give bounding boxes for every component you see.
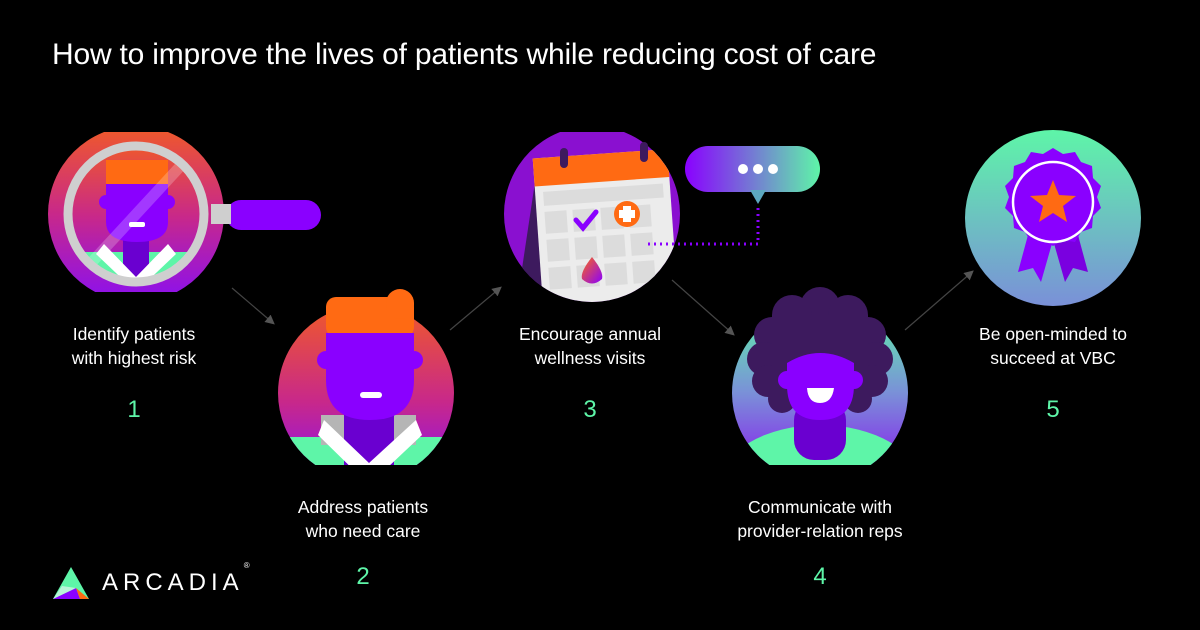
step-5-number: 5 [1046, 396, 1060, 423]
magnifier-patient-icon [48, 132, 321, 292]
step-2-number: 2 [356, 563, 370, 590]
arcadia-triangle-icon [53, 567, 89, 599]
step-4-illustration [732, 285, 912, 465]
step-5-label: Be open-minded to succeed at VBC [979, 324, 1127, 368]
rep-avatar-icon [732, 287, 908, 465]
step-2-illustration [276, 285, 456, 465]
award-ribbon-icon [965, 130, 1141, 306]
step-1-number: 1 [127, 396, 141, 423]
step-4-number: 4 [813, 563, 827, 590]
arcadia-logo: ARCADIA® [52, 561, 250, 600]
step-4-label: Communicate with provider-relation reps [737, 497, 903, 541]
step-1-label: Identify patients with highest risk [71, 324, 197, 368]
page-title: How to improve the lives of patients whi… [52, 38, 877, 71]
brand-name: ARCADIA® [102, 561, 250, 596]
patient-avatar-icon [278, 289, 454, 465]
step-5-illustration [963, 130, 1143, 310]
calendar-icon [504, 132, 820, 302]
step-2-label: Address patients who need care [297, 497, 429, 541]
step-3-label: Encourage annual wellness visits [518, 324, 662, 368]
step-1-illustration [46, 132, 336, 292]
step-3-number: 3 [583, 396, 597, 423]
step-3-illustration [500, 132, 820, 312]
